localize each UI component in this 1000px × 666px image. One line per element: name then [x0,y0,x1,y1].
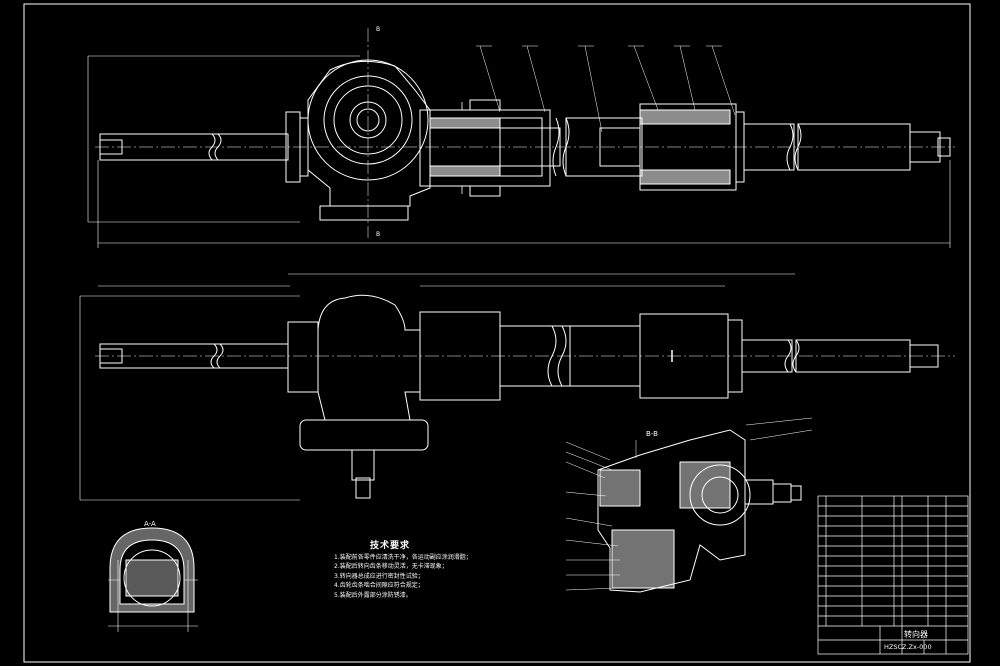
svg-text:B-B: B-B [646,430,658,438]
title-block-drawing-number: HZSCZ.Zx-000 [884,643,932,651]
title-block [817,495,969,655]
requirement-line: 3.转向器总成应进行密封性试验； [334,572,424,580]
front-view [79,273,955,501]
technical-requirements: 技术要求 1.装配前各零件应清洗干净，各运动副应涂润滑脂； 2.装配后转向齿条移… [334,541,519,600]
outer-border [23,3,971,663]
section-b-b: B-B [565,417,813,593]
requirement-line: 1.装配前各零件应清洗干净，各运动副应涂润滑脂； [334,554,472,561]
svg-text:B: B [376,231,380,238]
section-a-a: A-A [108,520,198,632]
title-block-name: 转向器 [904,630,928,639]
top-view: B B [87,26,955,248]
technical-requirements-title: 技术要求 [370,541,411,551]
requirement-line: 4.齿轮齿条啮合间隙应符合规定； [334,582,424,590]
svg-text:A-A: A-A [144,520,156,528]
svg-text:B: B [376,26,380,33]
requirement-line: 2.装配后转向齿条移动灵活，无卡滞现象； [334,563,448,571]
requirement-line: 5.装配后外露部分涂防锈漆。 [334,591,412,599]
